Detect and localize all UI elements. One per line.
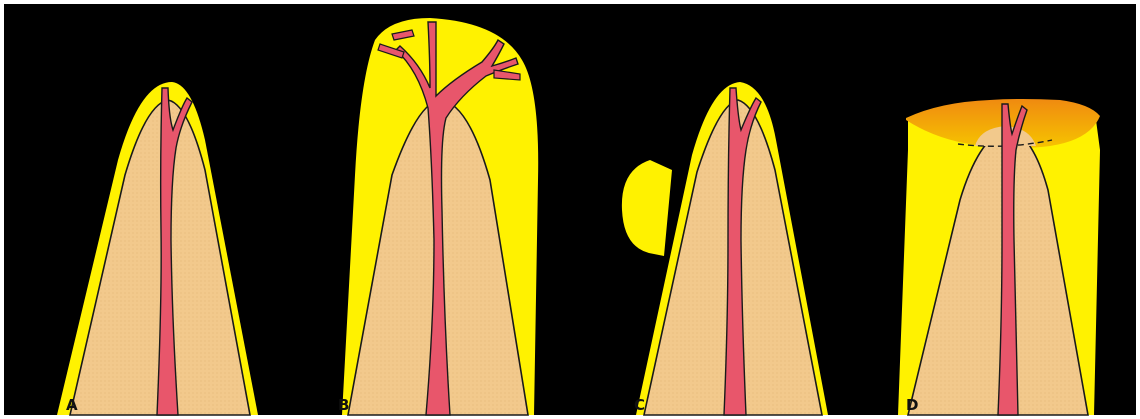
panel-label-b: B [338,396,349,414]
panel-label-c: C [634,396,645,414]
panel-b: B [338,18,538,415]
panel-d: D [898,99,1100,415]
panel-label-d: D [906,396,918,414]
panel-label-a: A [66,396,78,414]
